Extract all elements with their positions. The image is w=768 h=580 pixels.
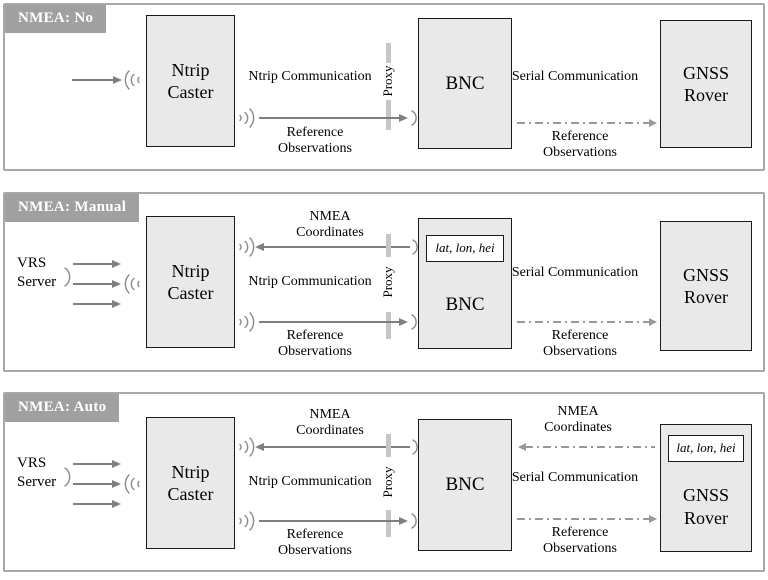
bnc-label: BNC [445,294,485,316]
observations-arrow [259,113,408,122]
antenna-receive-icon [411,314,417,330]
client-request-arrow [72,75,122,84]
ntrip-caster-label: Ntrip Caster [167,461,214,505]
proxy-label: Proxy [380,65,395,97]
antenna-waves-out-icon [239,511,255,531]
proxy-bar-top [386,234,391,257]
antenna-receive-icon [412,239,418,255]
vrs-antenna-icon [64,267,71,287]
antenna-waves-out-icon [239,312,255,332]
gnss-rover-label: GNSS Rover [682,62,730,106]
ntrip-caster-box: Ntrip Caster [146,15,235,147]
proxy-label: Proxy [380,466,395,498]
bnc-box: BNC [418,419,512,551]
serial-communication-label: Serial Communication [511,69,639,84]
reference-observations-label: Reference Observations [543,525,617,556]
nmea-coordinates-arrow [255,242,410,251]
antenna-waves-out-icon [239,437,255,457]
ntrip-caster-box: Ntrip Caster [146,216,235,348]
gnss-rover-label: GNSS Rover [682,485,730,528]
antenna-receive-icon [411,110,417,126]
nmea-coordinates-return-arrow [518,443,655,451]
reference-observations-label: Reference Observations [543,328,617,359]
ntrip-communication-label: Ntrip Communication [248,274,372,289]
mode-label: NMEA: Auto [5,394,120,422]
observations-arrow [259,317,408,326]
nmea-coordinates-arrow [255,442,410,451]
panel-nmea-auto: NMEA: Auto VRS Server Ntrip Caster NMEA … [3,392,765,572]
antenna-receive-icon [412,439,418,455]
reference-observations-label: Reference Observations [278,125,352,156]
proxy-label: Proxy [380,266,395,298]
reference-observations-label: Reference Observations [278,527,352,558]
ntrip-caster-box: Ntrip Caster [146,417,235,549]
antenna-waves-in-icon [124,474,140,494]
vrs-stream-arrow [73,299,121,308]
bnc-label: BNC [445,72,485,94]
mode-label: NMEA: Manual [5,194,140,222]
vrs-server-label: VRS Server [17,255,57,290]
proxy-bar-bottom [386,312,391,339]
antenna-waves-in-icon [124,274,140,294]
proxy-bar-bottom [386,510,391,537]
vrs-stream-arrow [73,459,121,468]
serial-observations-arrow [517,119,657,127]
coordinates-value: lat, lon, hei [435,240,495,256]
antenna-waves-in-icon [124,70,140,90]
vrs-stream-arrow [73,479,121,488]
nmea-coordinates-label: NMEA Coordinates [296,209,364,240]
gnss-rover-label: GNSS Rover [682,264,730,308]
ntrip-communication-label: Ntrip Communication [248,69,372,84]
vrs-stream-arrow [73,499,121,508]
vrs-server-label: VRS Server [17,455,57,490]
vrs-antenna-icon [64,467,71,487]
nmea-coordinates-label: NMEA Coordinates [544,404,612,435]
serial-communication-label: Serial Communication [511,470,639,485]
observations-arrow [259,516,408,525]
bnc-label: BNC [445,474,485,496]
gnss-rover-box: GNSS Rover [660,221,752,351]
gnss-rover-box: lat, lon, hei GNSS Rover [660,424,752,552]
mode-label: NMEA: No [5,5,107,33]
panel-nmea-no: NMEA: No Ntrip Caster Ntrip Communicatio… [3,3,765,171]
gnss-rover-box: GNSS Rover [660,20,752,148]
bnc-box: lat, lon, hei BNC [418,218,512,349]
nmea-coordinates-label: NMEA Coordinates [296,407,364,438]
antenna-waves-out-icon [239,237,255,257]
ntrip-caster-label: Ntrip Caster [167,59,214,103]
reference-observations-label: Reference Observations [543,129,617,160]
reference-observations-label: Reference Observations [278,328,352,359]
coordinates-box: lat, lon, hei [426,235,504,262]
ntrip-communication-label: Ntrip Communication [248,474,372,489]
vrs-stream-arrow [73,259,121,268]
serial-communication-label: Serial Communication [511,265,639,280]
proxy-bar-top [386,434,391,457]
coordinates-box: lat, lon, hei [668,435,744,462]
antenna-waves-out-icon [239,108,255,128]
ntrip-caster-label: Ntrip Caster [167,260,214,304]
proxy-bar-bottom [386,100,391,130]
coordinates-value: lat, lon, hei [676,440,736,456]
antenna-receive-icon [411,513,417,529]
serial-observations-arrow [517,318,657,326]
serial-observations-arrow [517,515,657,523]
bnc-box: BNC [418,18,512,149]
proxy-bar-top [386,43,391,63]
vrs-stream-arrow [73,279,121,288]
panel-nmea-manual: NMEA: Manual VRS Server Ntrip Caster NME… [3,192,765,372]
